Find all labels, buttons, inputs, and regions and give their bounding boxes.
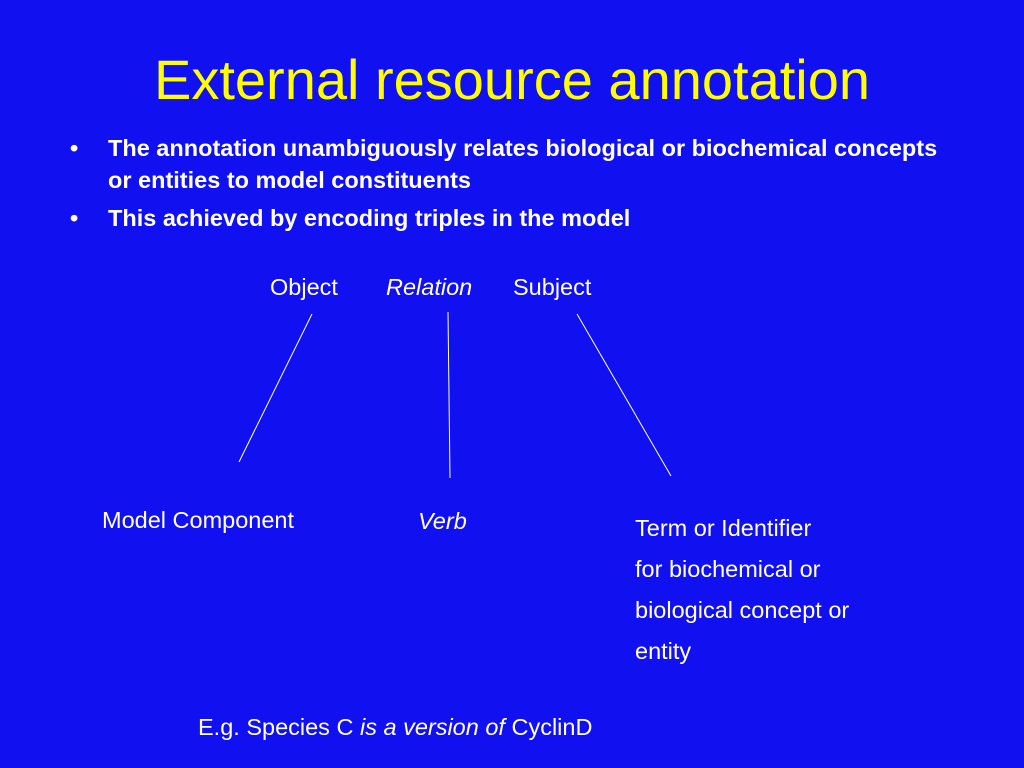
bullet-marker: •: [70, 205, 79, 231]
relation-connector-line: [447, 311, 451, 479]
example-relation: is a version of: [359, 714, 505, 740]
subject-target-line: entity: [635, 638, 692, 664]
example-suffix: CyclinD: [504, 714, 593, 740]
bullet-item: • This achieved by encoding triples in t…: [70, 202, 950, 234]
subject-target-line: for biochemical or: [635, 556, 821, 582]
object-target-label: Model Component: [102, 507, 295, 533]
bullet-list: • The annotation unambiguously relates b…: [70, 132, 950, 240]
subject-target-line: Term or Identifier: [635, 515, 812, 541]
slide-title: External resource annotation: [154, 48, 870, 111]
bullet-marker: •: [70, 135, 79, 161]
triple-relation-label: Relation: [386, 274, 473, 300]
bullet-text: This achieved by encoding triples in the…: [108, 205, 631, 231]
subject-target-description: Term or Identifier for biochemical or bi…: [635, 508, 935, 672]
relation-target-label: Verb: [418, 508, 467, 534]
triple-subject-label: Subject: [513, 274, 592, 300]
bullet-text: The annotation unambiguously relates bio…: [108, 135, 938, 193]
triple-object-label: Object: [270, 274, 338, 300]
object-connector-line: [238, 313, 313, 463]
subject-target-line: biological concept or: [635, 597, 850, 623]
example-sentence: E.g. Species C is a version of CyclinD: [198, 711, 592, 743]
subject-connector-line: [576, 313, 672, 477]
bullet-item: • The annotation unambiguously relates b…: [70, 132, 950, 196]
example-prefix: E.g. Species C: [198, 714, 360, 740]
